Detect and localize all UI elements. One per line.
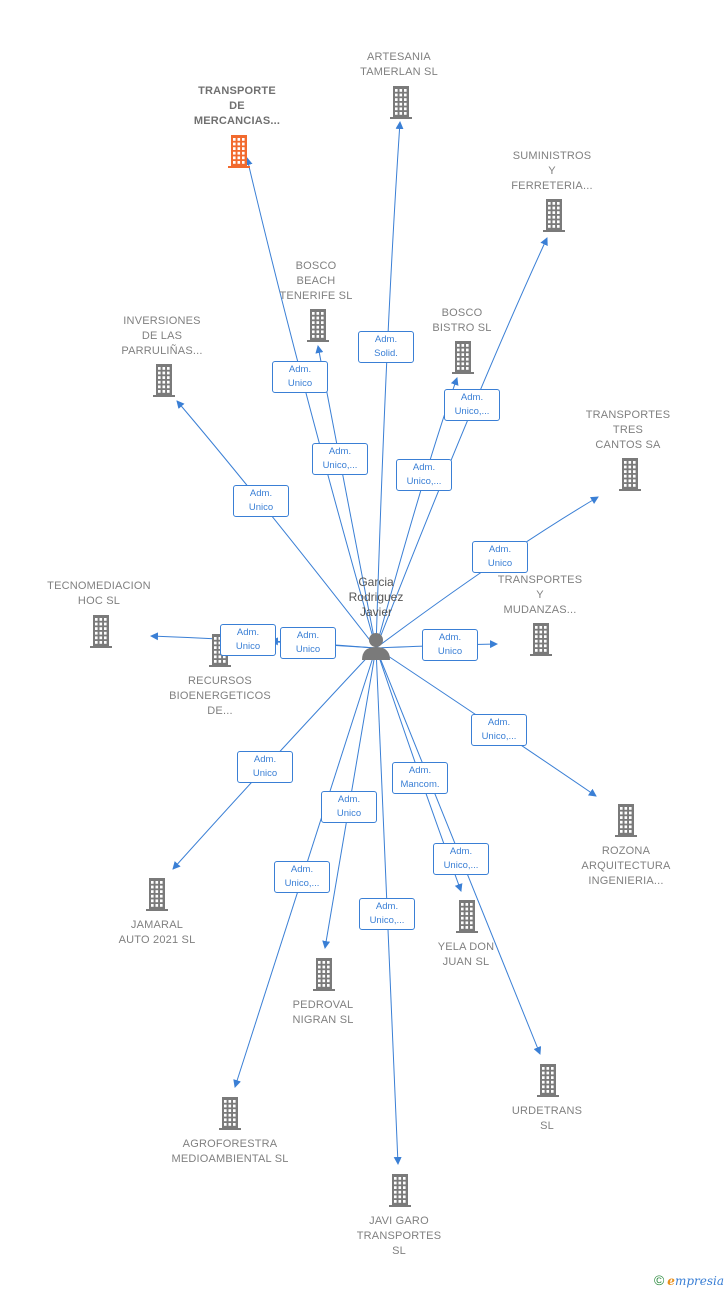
building-icon[interactable] bbox=[307, 309, 329, 342]
company-name[interactable]: BOSCO BISTRO SL bbox=[432, 307, 492, 334]
building-icon[interactable] bbox=[452, 341, 474, 374]
building-icon[interactable] bbox=[228, 135, 250, 168]
brand-logo-initial: e bbox=[667, 1274, 675, 1288]
footer-brand: ©empresia bbox=[654, 1272, 724, 1288]
building-icon[interactable] bbox=[146, 878, 168, 911]
edge-role-label[interactable]: Adm. Mancom. bbox=[392, 762, 448, 794]
edge-role-label[interactable]: Adm. Unico bbox=[272, 361, 328, 393]
edge-role-label[interactable]: Adm. Unico bbox=[233, 485, 289, 517]
building-icon[interactable] bbox=[537, 1064, 559, 1097]
edge-role-label[interactable]: Adm. Unico bbox=[280, 627, 336, 659]
building-icon[interactable] bbox=[456, 900, 478, 933]
edge-role-label[interactable]: Adm. Unico,... bbox=[444, 389, 500, 421]
building-icon[interactable] bbox=[313, 958, 335, 991]
person-name[interactable]: Garcia Rodriguez Javier bbox=[348, 575, 404, 619]
edge-role-label[interactable]: Adm. Unico bbox=[321, 791, 377, 823]
company-name[interactable]: SUMINISTROS Y FERRETERIA... bbox=[511, 150, 593, 192]
building-icon[interactable] bbox=[543, 199, 565, 232]
edge-role-label[interactable]: Adm. Unico,... bbox=[433, 843, 489, 875]
company-name[interactable]: ROZONA ARQUITECTURA INGENIERIA... bbox=[581, 845, 671, 887]
company-name[interactable]: JAVI GARO TRANSPORTES SL bbox=[356, 1215, 442, 1257]
edge-role-label[interactable]: Adm. Unico,... bbox=[396, 459, 452, 491]
building-icon[interactable] bbox=[619, 458, 641, 491]
company-name[interactable]: AGROFORESTRA MEDIOAMBIENTAL SL bbox=[171, 1138, 289, 1165]
edge-role-label[interactable]: Adm. Solid. bbox=[358, 331, 414, 363]
edge-role-label[interactable]: Adm. Unico,... bbox=[359, 898, 415, 930]
edge-role-label[interactable]: Adm. Unico bbox=[422, 629, 478, 661]
edge-role-label[interactable]: Adm. Unico bbox=[237, 751, 293, 783]
nodes-layer bbox=[90, 86, 641, 1207]
building-icon[interactable] bbox=[90, 615, 112, 648]
building-icon[interactable] bbox=[389, 1174, 411, 1207]
building-icon[interactable] bbox=[615, 804, 637, 837]
edge-role-label[interactable]: Adm. Unico,... bbox=[274, 861, 330, 893]
company-name[interactable]: ARTESANIA TAMERLAN SL bbox=[360, 51, 438, 78]
edge-role-label[interactable]: Adm. Unico bbox=[472, 541, 528, 573]
person-icon[interactable] bbox=[362, 633, 390, 660]
edge-role-label[interactable]: Adm. Unico bbox=[220, 624, 276, 656]
company-name[interactable]: JAMARAL AUTO 2021 SL bbox=[118, 919, 196, 946]
building-icon[interactable] bbox=[530, 623, 552, 656]
edge-line-artesania bbox=[375, 121, 404, 649]
company-name[interactable]: PEDROVAL NIGRAN SL bbox=[292, 999, 354, 1026]
edge-role-label[interactable]: Adm. Unico,... bbox=[471, 714, 527, 746]
company-name[interactable]: TECNOMEDIACION HOC SL bbox=[47, 580, 151, 607]
company-name[interactable]: TRANSPORTE DE MERCANCIAS... bbox=[193, 85, 281, 127]
company-name[interactable]: INVERSIONES DE LAS PARRULIÑAS... bbox=[121, 315, 203, 357]
company-name[interactable]: YELA DON JUAN SL bbox=[437, 941, 495, 968]
building-icon[interactable] bbox=[390, 86, 412, 119]
company-name[interactable]: TRANSPORTES Y MUDANZAS... bbox=[497, 574, 583, 616]
copyright-symbol: © bbox=[653, 1272, 665, 1288]
building-icon[interactable] bbox=[219, 1097, 241, 1130]
company-name[interactable]: URDETRANS SL bbox=[511, 1105, 583, 1132]
company-name[interactable]: RECURSOS BIOENERGETICOS DE... bbox=[169, 675, 271, 717]
edge-role-label[interactable]: Adm. Unico,... bbox=[312, 443, 368, 475]
building-icon[interactable] bbox=[153, 364, 175, 397]
company-name[interactable]: BOSCO BEACH TENERIFE SL bbox=[279, 260, 353, 302]
company-name[interactable]: TRANSPORTES TRES CANTOS SA bbox=[585, 409, 671, 451]
brand-logo-text: mpresia bbox=[674, 1274, 724, 1288]
